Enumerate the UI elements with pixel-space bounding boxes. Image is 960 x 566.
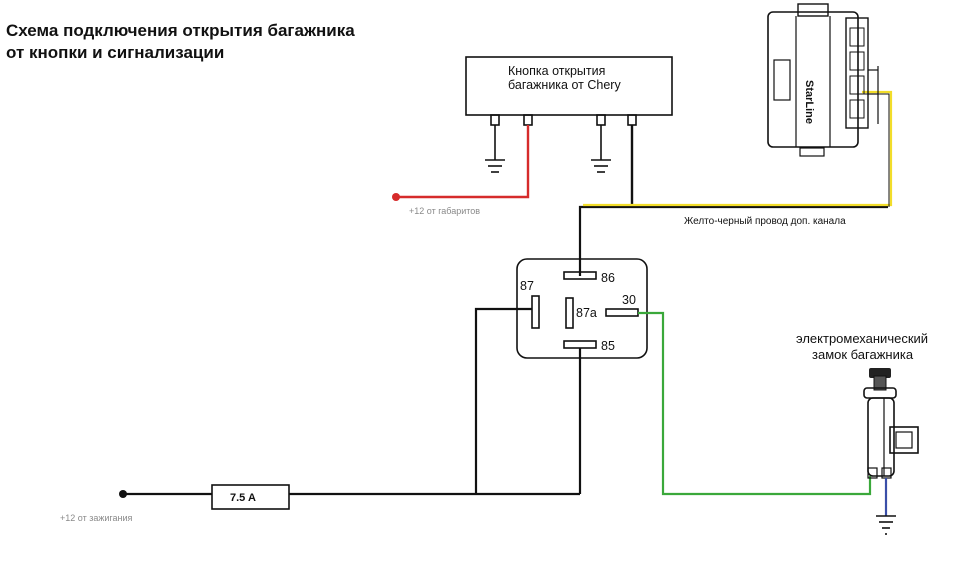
extra-channel-label: Желто-черный провод доп. канала: [684, 216, 846, 227]
yellow-wire-stripe: [862, 93, 890, 207]
button-body: [465, 56, 673, 116]
lock-body: [867, 397, 895, 477]
relay-pin-87: [531, 295, 540, 329]
relay-label-85: 85: [601, 339, 615, 353]
ignition-terminal: [119, 490, 127, 498]
button-terminal-4: [627, 114, 637, 126]
starline-alarm-unit: StarLine: [767, 3, 879, 157]
button-label-line-1: Кнопка открытия: [508, 64, 605, 78]
relay-pin-30: [605, 308, 639, 317]
relay-label-87: 87: [520, 279, 534, 293]
yellow-wire: [583, 90, 893, 207]
trunk-button: Кнопка открытия багажника от Chery: [465, 56, 673, 173]
ground-icon: [876, 515, 896, 535]
relay: 86 87 87a 30 85: [516, 258, 648, 359]
red-wire-terminal: [392, 193, 400, 201]
button-terminal-2: [523, 114, 533, 126]
ground-icon: [591, 125, 611, 173]
relay-label-30: 30: [622, 293, 636, 307]
alarm-body: [767, 11, 859, 148]
fuse: 7.5 A: [211, 484, 290, 510]
alarm-brand-label: StarLine: [803, 80, 815, 124]
relay-pin-87a: [565, 297, 574, 329]
black-wire-relay-87: [474, 307, 532, 494]
trunk-lock: электромеханический замок багажника: [796, 331, 928, 479]
ground-icon: [485, 125, 505, 173]
relay-label-86: 86: [601, 271, 615, 285]
lock-label-line-2: замок багажника: [812, 347, 914, 362]
fuse-body: [211, 484, 290, 510]
title-line-2: от кнопки и сигнализации: [6, 43, 225, 62]
button-terminal-3: [596, 114, 606, 126]
button-terminal-1: [490, 114, 500, 126]
page-title: Схема подключения открытия багажника от …: [6, 20, 355, 64]
black-wire-relay-86: [578, 205, 888, 276]
title-line-1: Схема подключения открытия багажника: [6, 21, 355, 40]
red-wire: [392, 125, 530, 201]
relay-pin-86: [563, 271, 597, 280]
parking-lights-label: +12 от габаритов: [409, 206, 480, 216]
relay-label-87a: 87a: [576, 306, 597, 320]
lock-label-line-1: электромеханический: [796, 331, 928, 346]
button-label-line-2: багажника от Chery: [508, 78, 621, 92]
green-wire: [638, 311, 872, 496]
relay-pin-85: [563, 340, 597, 349]
ignition-label: +12 от зажигания: [60, 513, 132, 523]
fuse-label: 7.5 A: [230, 492, 256, 504]
lock-connector: [889, 426, 919, 454]
